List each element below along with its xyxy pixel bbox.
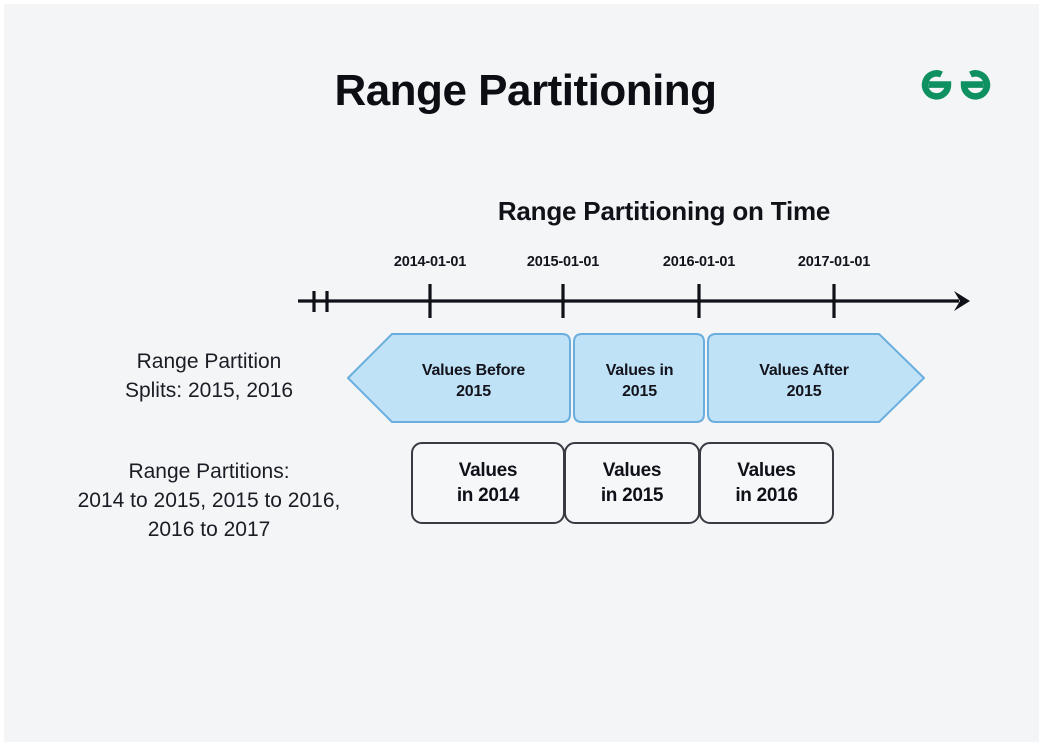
chevron-shape-after-2015 bbox=[707, 333, 925, 423]
partition-box-2014: Values in 2014 bbox=[411, 442, 565, 524]
geeksforgeeks-logo-icon bbox=[917, 60, 995, 108]
chevron-band: Values Before 2015 Values in 2015 Values… bbox=[344, 332, 929, 424]
range-partition-splits-label: Range Partition Splits: 2015, 2016 bbox=[124, 350, 294, 402]
time-axis: 2014-01-01 2015-01-01 2016-01-01 2017-01… bbox=[294, 254, 984, 324]
chevron-shape-before-2015 bbox=[347, 333, 571, 423]
page-title: Range Partitioning bbox=[334, 66, 717, 115]
chevron-shape-in-2015 bbox=[573, 333, 705, 423]
tick-label-2014: 2014-01-01 bbox=[393, 254, 467, 270]
time-axis-svg bbox=[298, 284, 970, 318]
chevron-label-in-2015: Values in 2015 bbox=[605, 362, 674, 400]
range-partitions-label: Range Partitions: 2014 to 2015, 2015 to … bbox=[77, 460, 341, 541]
tick-label-2017: 2017-01-01 bbox=[797, 254, 871, 270]
partition-box-2015: Values in 2015 bbox=[564, 442, 700, 524]
partition-box-2016: Values in 2016 bbox=[699, 442, 834, 524]
tick-label-2015: 2015-01-01 bbox=[526, 254, 600, 270]
chevron-label-after-2015: Values After 2015 bbox=[759, 362, 849, 400]
diagram-title: Range Partitioning on Time bbox=[497, 196, 831, 226]
partition-box-group: Values in 2014 Values in 2015 Values in … bbox=[411, 442, 834, 524]
tick-label-2016: 2016-01-01 bbox=[662, 254, 736, 270]
chevron-label-before-2015: Values Before 2015 bbox=[421, 362, 526, 400]
chevron-shapes-svg bbox=[347, 333, 925, 423]
